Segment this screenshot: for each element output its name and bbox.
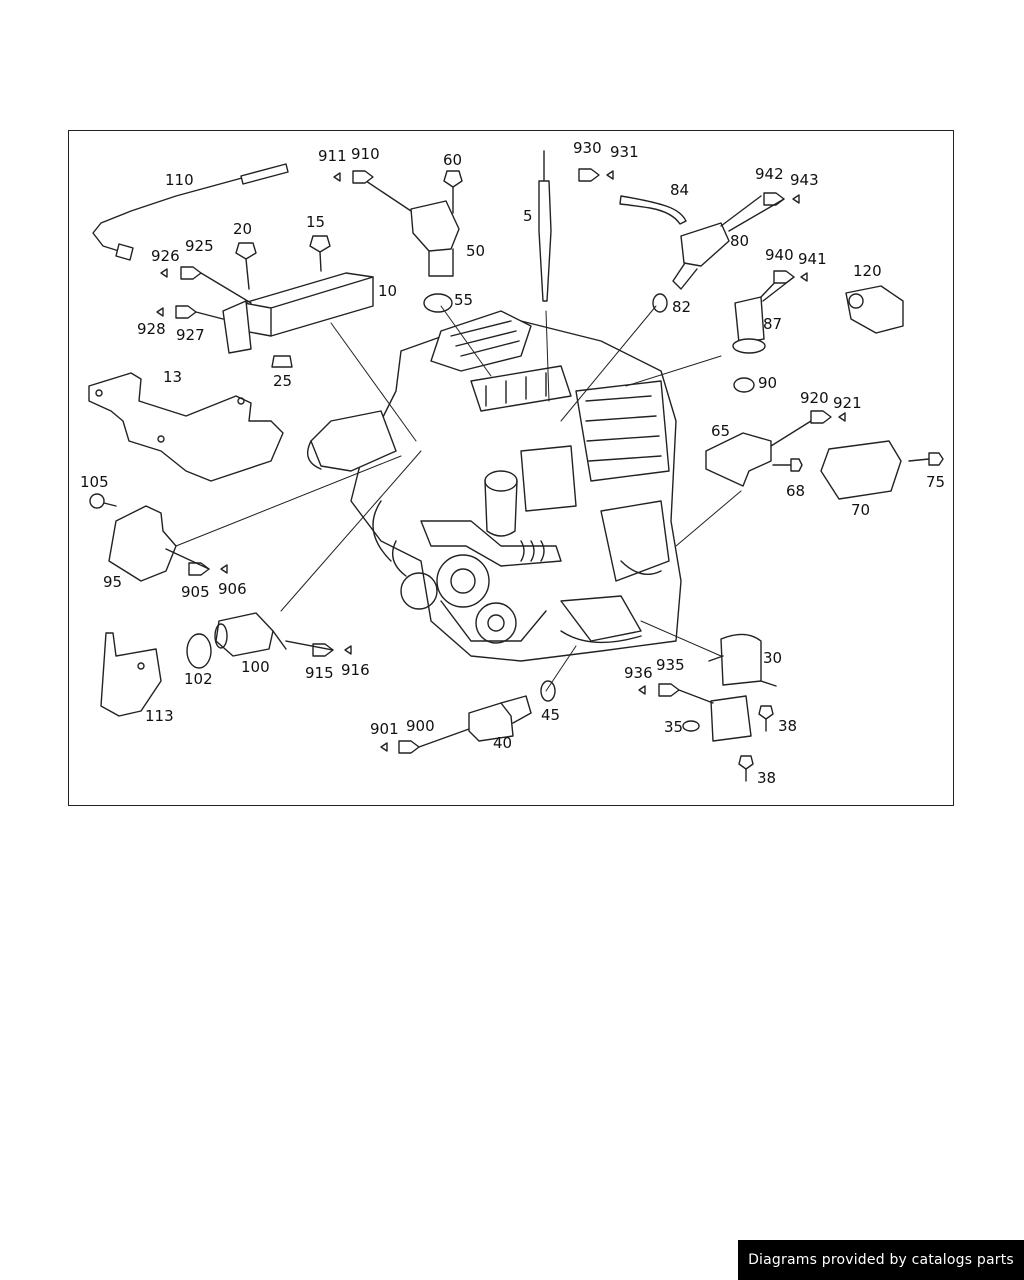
part-label: 925 [185,237,214,255]
part-label: 15 [306,213,326,231]
connector-pins [156,168,846,754]
part-label: 911 [318,147,347,165]
part-40-sensor [468,695,532,742]
part-label: 110 [165,171,194,189]
part-label: 65 [711,422,731,440]
part-25-grommet [271,355,293,368]
part-label: 935 [656,656,685,674]
part-label: 120 [853,262,882,280]
part-label: 921 [833,394,862,412]
part-110-exhaust-temp-sensor [92,163,289,261]
part-label: 20 [233,220,253,238]
part-20-bolt [235,242,257,290]
part-label: 5 [523,207,533,225]
part-100-valve [214,612,287,657]
part-label: 30 [763,649,783,667]
part-label: 927 [176,326,205,344]
part-15-bolt [309,235,331,272]
part-label: 920 [800,389,829,407]
part-5-glow-plug [538,150,552,302]
part-label: 906 [218,580,247,598]
part-label: 928 [137,320,166,338]
part-label: 40 [493,734,513,752]
part-label: 82 [672,298,692,316]
part-70-cover [820,440,902,500]
part-label: 70 [851,501,871,519]
part-113-bracket [100,632,162,717]
part-label: 38 [778,717,798,735]
part-label: 10 [378,282,398,300]
part-label: 916 [341,661,370,679]
part-label: 25 [273,372,293,390]
part-label: 60 [443,151,463,169]
part-68-bolt [772,458,803,472]
part-label: 75 [926,473,946,491]
part-102-seal-ring [186,633,212,669]
part-label: 926 [151,247,180,265]
part-80-sensor [672,195,762,290]
part-75-bolt [908,452,944,466]
part-label: 35 [664,718,684,736]
part-120-sensor [845,285,904,334]
part-label: 915 [305,664,334,682]
part-label: 940 [765,246,794,264]
leader-lines [175,305,742,692]
part-30-sensor [708,633,777,742]
part-label: 45 [541,706,561,724]
part-label: 55 [454,291,474,309]
part-label: 930 [573,139,602,157]
part-35-washer [682,720,700,732]
part-105-bolt [89,493,117,509]
part-label: 90 [758,374,778,392]
part-label: 100 [241,658,270,676]
part-label: 38 [757,769,777,787]
engine-parts-diagram [88,150,944,782]
part-38-bolt-lower [738,755,754,782]
part-label: 102 [184,670,213,688]
part-label: 910 [351,145,380,163]
part-label: 905 [181,583,210,601]
part-label: 901 [370,720,399,738]
part-label: 80 [730,232,750,250]
part-label: 87 [763,315,783,333]
part-label: 84 [670,181,690,199]
part-87-pressure-sensor [732,275,782,354]
diagram-frame [68,130,954,806]
part-label: 95 [103,573,123,591]
part-label: 68 [786,482,806,500]
part-95-sensor [108,505,177,582]
part-13-bracket [88,372,284,482]
part-label: 943 [790,171,819,189]
credit-banner: Diagrams provided by catalogs parts [738,1240,1024,1280]
part-82-seal-ring [652,293,668,313]
part-label: 13 [163,368,183,386]
part-45-seal-ring [540,680,556,702]
part-38-bolt-upper [758,705,774,732]
part-10-control-unit [222,272,374,354]
part-label: 113 [145,707,174,725]
part-label: 900 [406,717,435,735]
part-50-camshaft-sensor [365,180,460,277]
part-label: 941 [798,250,827,268]
part-90-washer [733,377,755,393]
part-55-seal-ring [423,293,453,313]
part-65-sensor [705,420,812,487]
engine-assembly [307,310,682,662]
part-label: 50 [466,242,486,260]
part-84-clip [619,195,687,225]
part-label: 105 [80,473,109,491]
part-label: 936 [624,664,653,682]
part-60-bolt [443,170,463,214]
part-label: 942 [755,165,784,183]
part-label: 931 [610,143,639,161]
